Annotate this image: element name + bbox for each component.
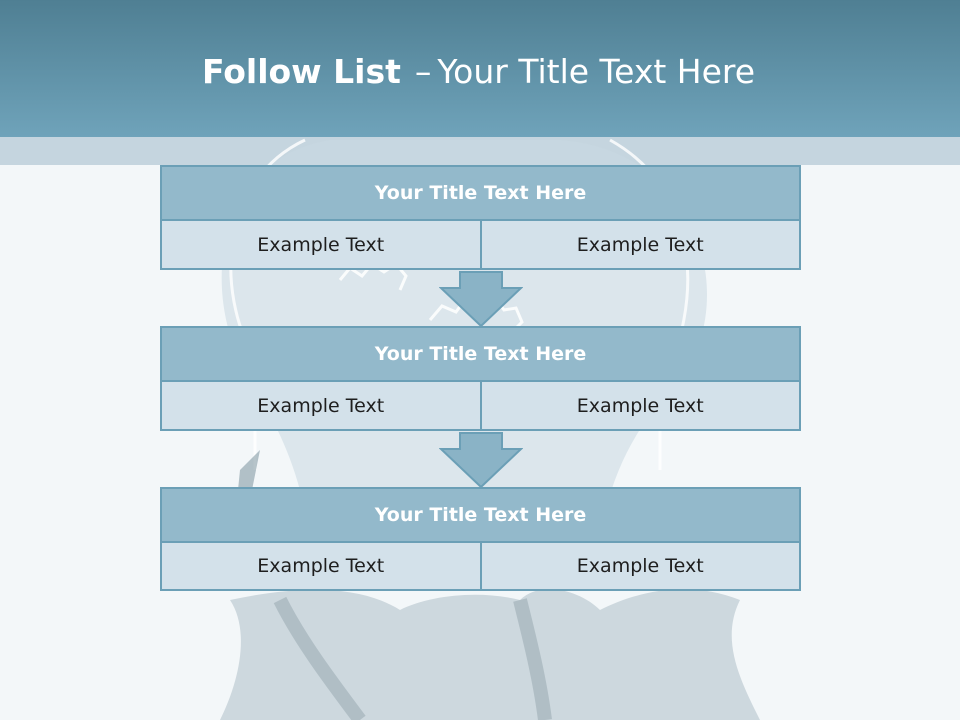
list-block-cell-right: Example Text <box>481 543 801 591</box>
list-block-row: Example Text Example Text <box>160 221 801 270</box>
list-block-cell-right: Example Text <box>481 221 801 270</box>
list-block-1: Your Title Text Here Example Text Exampl… <box>160 165 801 270</box>
title-bar-band <box>0 137 960 165</box>
list-block-row: Example Text Example Text <box>160 382 801 431</box>
slide-title-bold: Follow List <box>202 52 401 91</box>
list-block-title: Your Title Text Here <box>160 326 801 382</box>
title-bar <box>0 0 960 137</box>
list-block-cell-left: Example Text <box>160 382 482 431</box>
slide-title: Follow List–Your Title Text Here <box>202 52 755 91</box>
list-block-title: Your Title Text Here <box>160 165 801 221</box>
list-block-cell-right: Example Text <box>481 382 801 431</box>
down-arrow-icon <box>439 271 523 328</box>
down-arrow-icon <box>439 432 523 489</box>
list-block-row: Example Text Example Text <box>160 543 801 591</box>
list-block-cell-left: Example Text <box>160 543 482 591</box>
list-block-3: Your Title Text Here Example Text Exampl… <box>160 487 801 591</box>
slide-title-rest: Your Title Text Here <box>437 52 756 91</box>
slide-title-dash: – <box>414 52 432 91</box>
list-block-cell-left: Example Text <box>160 221 482 270</box>
list-block-title: Your Title Text Here <box>160 487 801 543</box>
list-block-2: Your Title Text Here Example Text Exampl… <box>160 326 801 431</box>
